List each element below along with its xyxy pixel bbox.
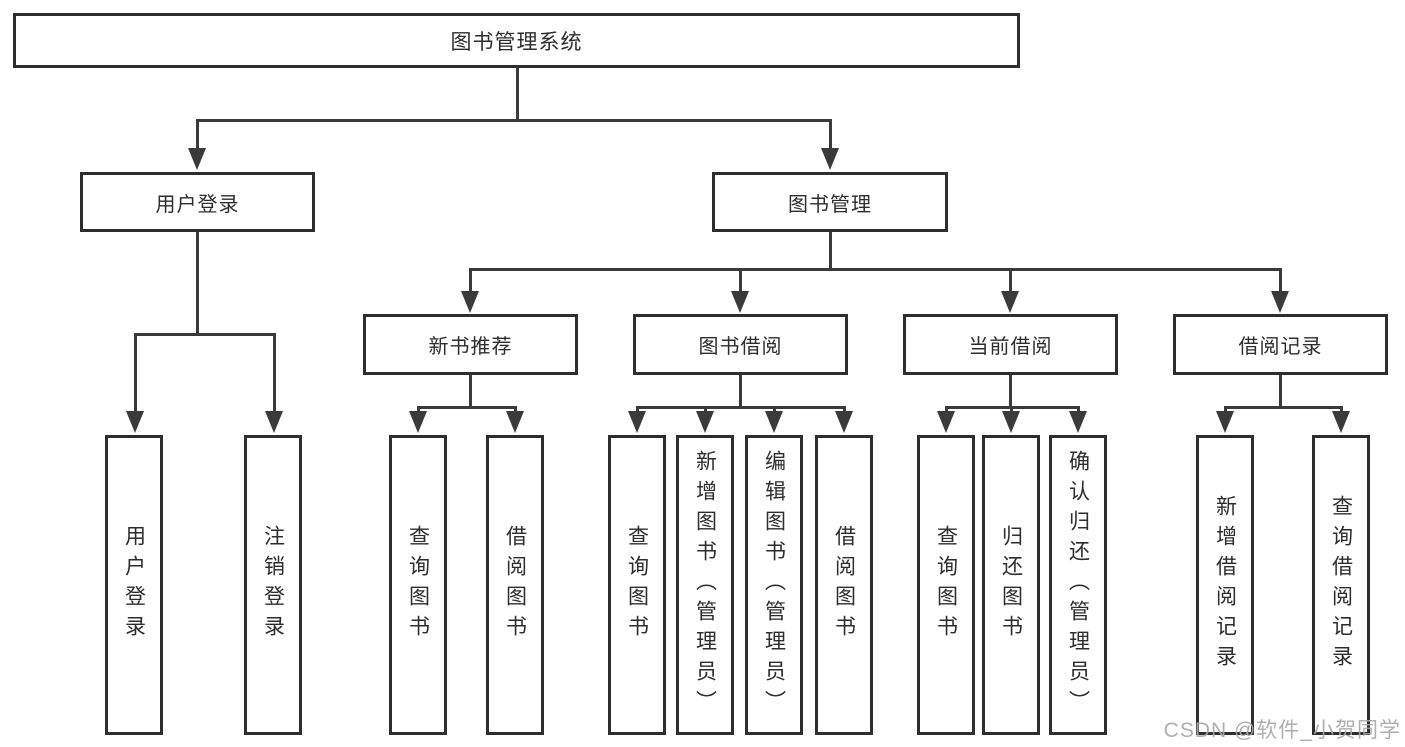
leaf-logout: 注销登录 <box>244 435 302 735</box>
leaf-query-borrow-record: 查询借阅记录 <box>1312 435 1370 735</box>
arrow-down-icon <box>1216 411 1234 433</box>
arrow-down-icon <box>731 291 749 313</box>
node-book-management-label: 图书管理 <box>788 193 872 216</box>
leaf-query-borrow-record-label: 查询借阅记录 <box>1329 495 1353 675</box>
node-book-borrow-label: 图书借阅 <box>698 336 783 358</box>
arrow-down-icon <box>835 411 853 433</box>
arrow-down-icon <box>126 411 144 433</box>
leaf-current-query-books: 查询图书 <box>917 435 975 735</box>
arrow-down-icon <box>1271 291 1289 313</box>
arrow-down-icon <box>1069 411 1087 433</box>
node-book-borrow: 图书借阅 <box>633 314 848 375</box>
node-borrow-records: 借阅记录 <box>1173 314 1388 375</box>
leaf-rec-borrow-books: 借阅图书 <box>486 435 544 735</box>
node-new-book-recommend: 新书推荐 <box>363 314 578 375</box>
leaf-user-login: 用户登录 <box>105 435 163 735</box>
arrow-down-icon <box>409 411 427 433</box>
arrow-down-icon <box>265 411 283 433</box>
csdn-watermark: CSDN @软件_小贺同学 <box>1163 719 1401 742</box>
arrow-down-icon <box>461 291 479 313</box>
node-root-label: 图书管理系统 <box>450 30 583 54</box>
leaf-confirm-return-admin-label: 确认归还（管理员） <box>1066 450 1090 720</box>
leaf-borrow-books: 借阅图书 <box>815 435 873 735</box>
node-current-borrow-label: 当前借阅 <box>968 336 1053 358</box>
leaf-return-books-label: 归还图书 <box>999 525 1023 645</box>
leaf-borrow-books-label: 借阅图书 <box>832 525 856 645</box>
node-user-login: 用户登录 <box>80 172 315 232</box>
arrow-down-icon <box>765 411 783 433</box>
leaf-confirm-return-admin: 确认归还（管理员） <box>1049 435 1107 735</box>
arrow-down-icon <box>1002 411 1020 433</box>
leaf-current-query-books-label: 查询图书 <box>934 525 958 645</box>
arrow-down-icon <box>696 411 714 433</box>
leaf-add-book-admin: 新增图书（管理员） <box>676 435 734 735</box>
node-book-management: 图书管理 <box>712 172 948 232</box>
leaf-logout-label: 注销登录 <box>261 525 285 645</box>
arrow-down-icon <box>1001 291 1019 313</box>
arrow-down-icon <box>937 411 955 433</box>
leaf-add-book-admin-label: 新增图书（管理员） <box>693 450 717 720</box>
node-user-login-label: 用户登录 <box>155 193 240 216</box>
node-root: 图书管理系统 <box>13 13 1020 68</box>
leaf-edit-book-admin-label: 编辑图书（管理员） <box>762 450 786 720</box>
leaf-add-borrow-record-label: 新增借阅记录 <box>1213 495 1237 675</box>
node-current-borrow: 当前借阅 <box>903 314 1118 375</box>
arrow-down-icon <box>188 148 206 170</box>
leaf-return-books: 归还图书 <box>982 435 1040 735</box>
arrow-down-icon <box>821 148 839 170</box>
node-borrow-records-label: 借阅记录 <box>1238 336 1323 358</box>
leaf-edit-book-admin: 编辑图书（管理员） <box>745 435 803 735</box>
arrow-down-icon <box>506 411 524 433</box>
leaf-rec-query-books-label: 查询图书 <box>406 525 430 645</box>
leaf-rec-query-books: 查询图书 <box>389 435 447 735</box>
arrow-down-icon <box>1332 411 1350 433</box>
arrow-down-icon <box>628 411 646 433</box>
leaf-add-borrow-record: 新增借阅记录 <box>1196 435 1254 735</box>
leaf-rec-borrow-books-label: 借阅图书 <box>503 525 527 645</box>
node-new-book-recommend-label: 新书推荐 <box>428 336 513 358</box>
leaf-borrow-query-books-label: 查询图书 <box>625 525 649 645</box>
leaf-borrow-query-books: 查询图书 <box>608 435 666 735</box>
leaf-user-login-label: 用户登录 <box>122 525 146 645</box>
